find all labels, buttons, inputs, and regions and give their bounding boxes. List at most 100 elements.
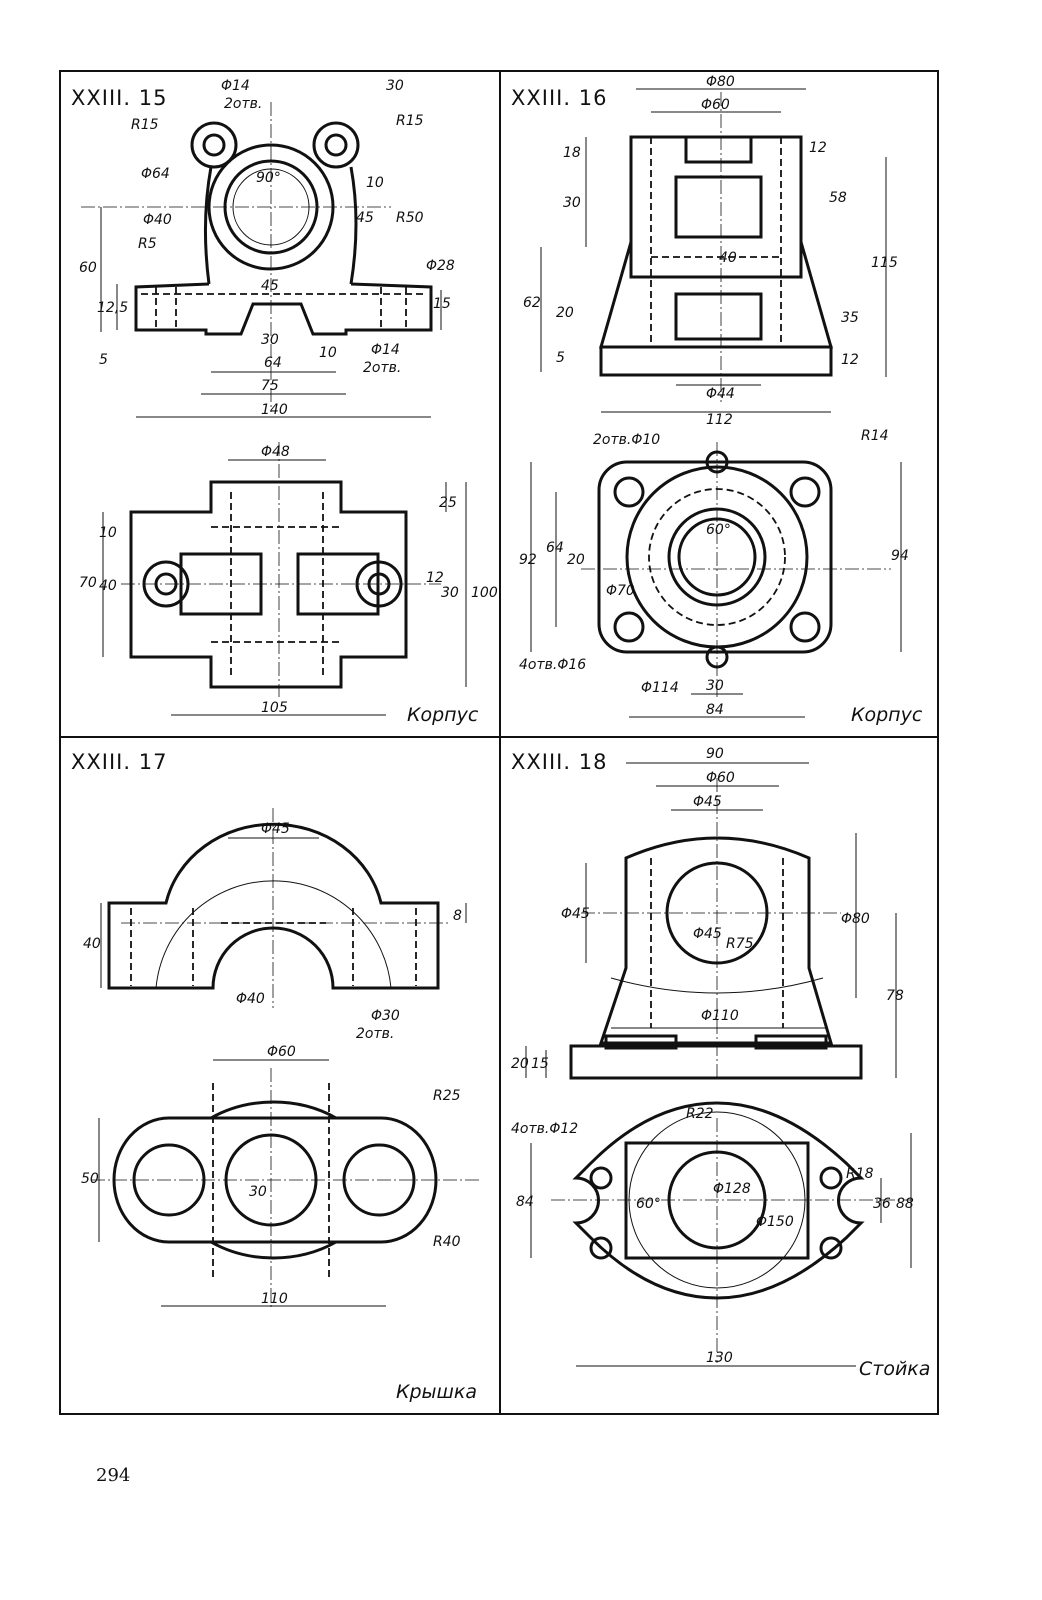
dim-label: Φ60: [701, 97, 730, 113]
dim-label: 30: [261, 332, 279, 348]
dim-label: 18: [563, 145, 581, 161]
top-dimensions: 4отв.Φ12 R22 84 60° Φ128 R18 36 88 Φ150 …: [511, 1106, 914, 1367]
dim-label: Φ80: [706, 74, 735, 90]
dim-label: 40: [83, 936, 101, 952]
vertical-divider: [499, 70, 501, 1415]
panel-xxiii-15: XXIII. 15 Корпус: [61, 72, 499, 736]
page-number: 294: [96, 1465, 131, 1486]
dim-label: 110: [261, 1291, 288, 1307]
dim-label: 45: [261, 278, 279, 294]
dim-label: Φ28: [426, 258, 455, 274]
panel-part-label: Стойка: [859, 1358, 931, 1380]
dim-label: Φ45: [261, 821, 290, 837]
dim-label: 50: [81, 1171, 99, 1187]
dim-label: Φ30: [371, 1008, 400, 1024]
dim-label: 2отв.Φ10: [593, 432, 660, 448]
dim-label: 70: [79, 575, 97, 591]
dim-label: 36: [873, 1196, 891, 1212]
dim-label: 90°: [256, 170, 281, 186]
dim-label: Φ64: [141, 166, 170, 182]
dim-label: 30: [563, 195, 581, 211]
dim-label: R15: [396, 113, 424, 129]
panel-xxiii-16: XXIII. 16 Корпус Φ80 Φ60 18 12: [501, 72, 937, 736]
panel-xxiii-18: XXIII. 18 Стойка 90 Φ60 Φ45: [501, 738, 937, 1413]
dim-label: 40: [99, 578, 117, 594]
dim-label: 2отв.: [356, 1026, 394, 1042]
dim-label: Φ70: [606, 583, 635, 599]
dim-label: Φ60: [267, 1044, 296, 1060]
top-dimensions: 2отв.Φ10 R14 60° 92 64 20 94 Φ70 4отв.Φ1…: [519, 428, 909, 718]
dim-label: 60°: [636, 1196, 661, 1212]
dim-label: 10: [366, 175, 384, 191]
dim-label: 100: [471, 585, 498, 601]
dim-label: 64: [264, 355, 282, 371]
dim-label: 84: [516, 1194, 534, 1210]
dim-label: 40: [719, 250, 737, 266]
dim-label: 115: [871, 255, 898, 271]
dim-label: 20: [511, 1056, 529, 1072]
dim-label: Φ40: [236, 991, 265, 1007]
dim-label: 25: [439, 495, 457, 511]
dim-label: R25: [433, 1088, 461, 1104]
top-view: [121, 442, 441, 697]
front-view: [81, 102, 433, 412]
dim-label: R50: [396, 210, 424, 226]
dim-label: 64: [546, 540, 564, 556]
dim-label: 12: [426, 570, 444, 586]
panel-title: XXIII. 16: [511, 86, 608, 110]
dim-label: 4отв.Φ12: [511, 1121, 578, 1137]
dim-label: 5: [556, 350, 565, 366]
panel-title: XXIII. 18: [511, 750, 608, 774]
dim-label: R15: [131, 117, 159, 133]
horizontal-divider: [59, 736, 939, 738]
dim-label: 45: [356, 210, 374, 226]
dim-label: 94: [891, 548, 909, 564]
dim-label: 60°: [706, 522, 731, 538]
dim-label: R5: [138, 236, 157, 252]
top-dimensions: Φ60 R25 50 30 R40 110: [81, 1044, 461, 1307]
dim-label: Φ114: [641, 680, 679, 696]
dim-label: 10: [99, 525, 117, 541]
dim-label: 4отв.Φ16: [519, 657, 586, 673]
dim-label: 12,5: [97, 300, 128, 316]
dim-label: 30: [249, 1184, 267, 1200]
dim-label: 84: [706, 702, 724, 718]
dim-label: 105: [261, 700, 288, 716]
dim-label: 130: [706, 1350, 733, 1366]
dim-label: 90: [706, 746, 724, 762]
dim-label: 112: [706, 412, 733, 428]
top-view: [551, 1101, 911, 1363]
dim-label: 78: [886, 988, 904, 1004]
dim-label: 30: [386, 78, 404, 94]
dim-label: Φ14: [221, 78, 250, 94]
top-view: [581, 442, 891, 697]
panel-part-label: Корпус: [851, 704, 923, 726]
dim-label: Φ48: [261, 444, 290, 460]
dim-label: R75: [726, 936, 754, 952]
dim-label: Φ150: [756, 1214, 794, 1230]
dim-label: 88: [896, 1196, 914, 1212]
front-dimensions: 90 Φ60 Φ45 Φ80 Φ45 Φ45 R75 78 Φ110 20 15: [511, 746, 904, 1078]
panel-xxiii-17: XXIII. 17 Крышка Φ45 8 40 Φ40 Φ30 2отв.: [61, 738, 499, 1413]
dim-label: R22: [686, 1106, 714, 1122]
dim-label: Φ45: [693, 794, 722, 810]
dim-label: Φ60: [706, 770, 735, 786]
dim-label: Φ128: [713, 1181, 751, 1197]
dim-label: 20: [556, 305, 574, 321]
dim-label: R40: [433, 1234, 461, 1250]
front-dimensions: Φ80 Φ60 18 12 30 58 40 115 62 20 35 5 12…: [523, 74, 898, 428]
front-dimensions: Φ45 8 40 Φ40 Φ30 2отв.: [83, 821, 467, 1042]
dim-label: R18: [846, 1166, 874, 1182]
panel-part-label: Корпус: [407, 704, 479, 726]
top-view: [91, 1068, 481, 1308]
dim-label: 10: [319, 345, 337, 361]
dim-label: 2отв.: [363, 360, 401, 376]
panel-title: XXIII. 17: [71, 750, 168, 774]
dim-label: 15: [531, 1056, 549, 1072]
drawing-xxiii-16: Φ80 Φ60 18 12 30 58 40 115 62 20 35 5 12…: [519, 74, 909, 718]
dim-label: 75: [261, 378, 279, 394]
dim-label: 20: [567, 552, 585, 568]
dim-label: 62: [523, 295, 541, 311]
dim-label: 92: [519, 552, 537, 568]
drawing-xxiii-15: Φ14 2отв. 30 R15 R15 Φ64 90° 10 45 R50 Φ…: [79, 78, 498, 716]
